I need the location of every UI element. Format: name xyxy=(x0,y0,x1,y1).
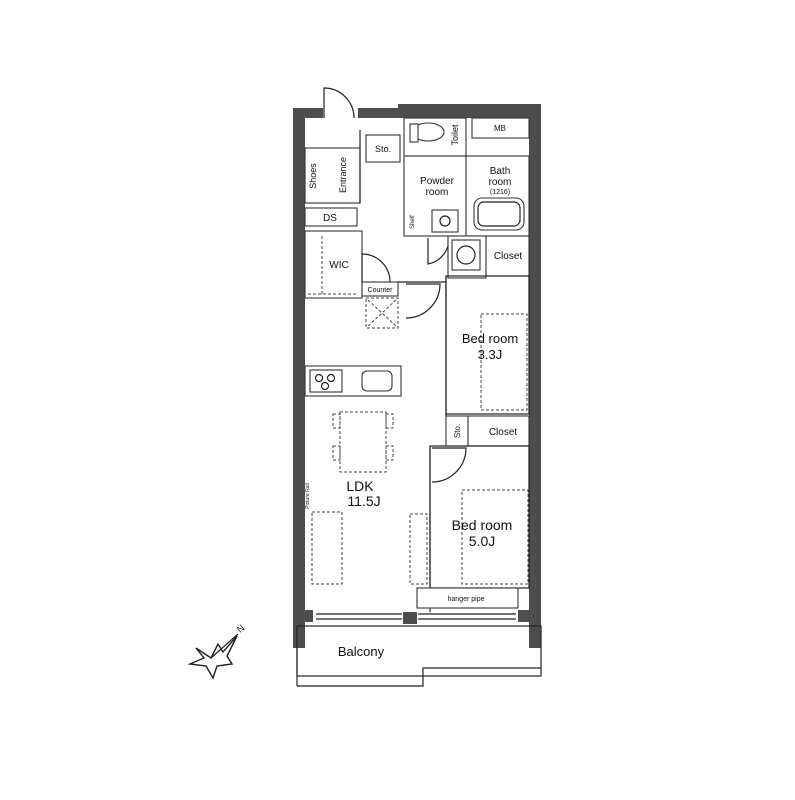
bathtub-icon xyxy=(473,197,525,231)
label-bedroom-small-name: Bed room xyxy=(462,331,518,346)
label-balcony: Balcony xyxy=(338,644,385,659)
wash-basin-icon xyxy=(431,209,459,233)
powder-door xyxy=(427,238,449,265)
stove-icon xyxy=(309,369,343,393)
label-mb: MB xyxy=(494,124,506,133)
label-sto-mid: Sto. xyxy=(453,424,462,438)
compass-rose-icon xyxy=(187,633,239,680)
kitchen-sink-icon xyxy=(361,370,393,392)
hall-door xyxy=(405,283,441,319)
label-powder-room-1: Powder xyxy=(420,176,455,187)
label-powder-room-2: room xyxy=(426,187,449,198)
exterior-walls xyxy=(293,104,541,648)
label-bath-room-2: room xyxy=(489,177,512,188)
compass-north-label: N xyxy=(235,623,246,635)
label-bedroom-small-size: 3.3J xyxy=(478,347,503,362)
label-bedroom-large-name: Bed room xyxy=(452,517,513,533)
label-bedroom-large-size: 5.0J xyxy=(469,533,495,549)
label-shelf: Shelf xyxy=(410,215,416,229)
label-ldk-name: LDK xyxy=(346,478,374,494)
bedroom-large-door xyxy=(431,447,467,483)
entrance-door xyxy=(323,87,355,119)
label-bath-room-1: Bath xyxy=(490,166,511,177)
label-closet-lower: Closet xyxy=(489,427,518,438)
label-closet-upper: Closet xyxy=(494,251,523,262)
label-hanger-pipe: hanger pipe xyxy=(448,596,485,603)
ldk-door xyxy=(361,253,391,283)
label-picture-rail: Picture Rail xyxy=(305,483,311,509)
label-ds: DS xyxy=(323,213,337,224)
label-ldk-size: 11.5J xyxy=(347,493,380,509)
balcony-area xyxy=(296,613,542,687)
label-counter: Counter xyxy=(368,287,394,294)
fixtures xyxy=(308,122,529,585)
label-shoes: Shoes xyxy=(308,163,318,189)
label-wic: WIC xyxy=(329,260,348,271)
label-sto-top: Sto. xyxy=(375,144,391,154)
toilet-tank-icon xyxy=(409,123,419,143)
label-entrance: Entrance xyxy=(338,157,348,193)
label-bath-size: (1216) xyxy=(490,189,510,196)
doors xyxy=(323,87,467,483)
label-toilet: Toilet xyxy=(450,124,460,146)
washing-machine-icon xyxy=(451,239,481,271)
